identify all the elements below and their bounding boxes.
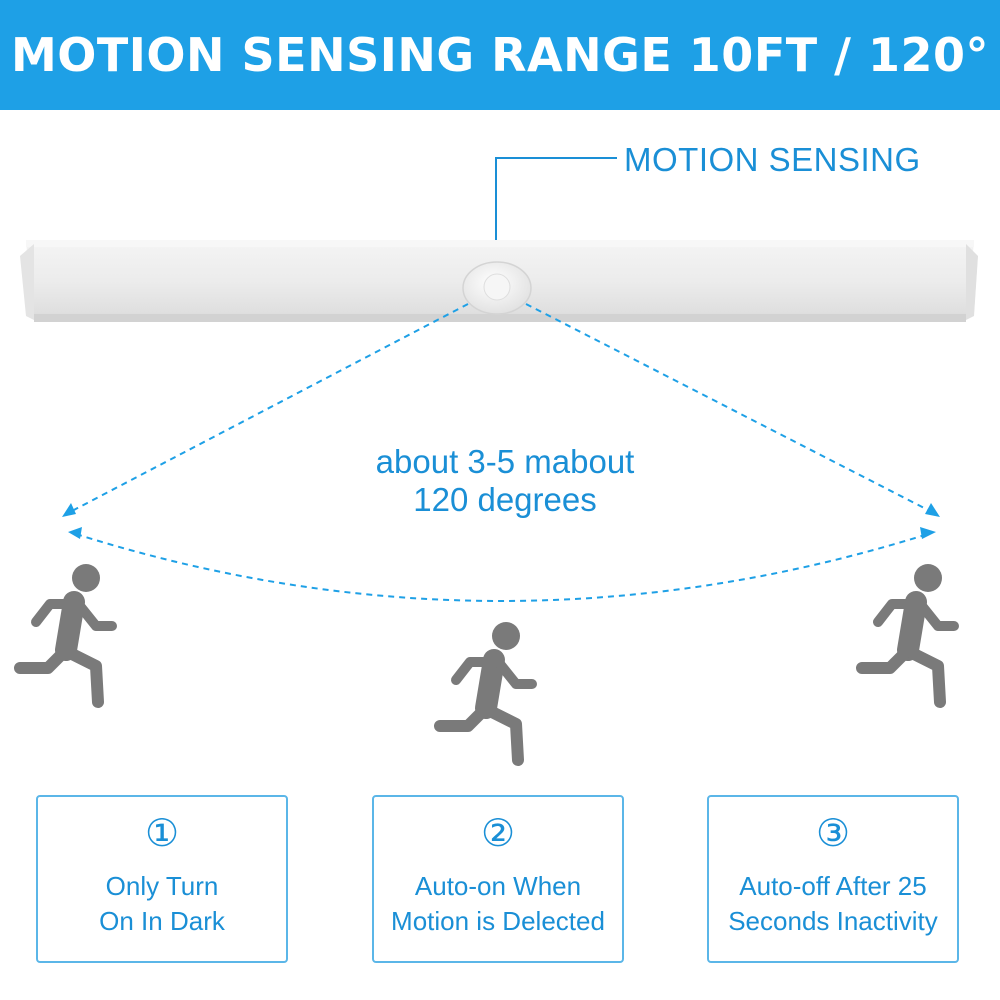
feature-text-line-1: Auto-off After 25 bbox=[739, 871, 927, 901]
feature-text-line-1: Auto-on When bbox=[414, 871, 582, 901]
feature-text-line-2: Motion is Delected bbox=[391, 906, 605, 936]
range-description: about 3-5 mabout 120 degrees bbox=[300, 443, 710, 519]
feature-number: ① bbox=[144, 811, 180, 855]
arrowhead-left-ray bbox=[62, 503, 76, 517]
arrowhead-right-ray bbox=[925, 503, 940, 517]
feature-number: ③ bbox=[815, 811, 851, 855]
page-title: MOTION SENSING RANGE 10FT / 120° bbox=[11, 28, 989, 82]
arrowhead-arc-right bbox=[920, 527, 936, 539]
detection-ray-left bbox=[69, 303, 469, 513]
feature-card-auto-on: ② Auto-on When Motion is Delected bbox=[372, 795, 624, 963]
feature-text-line-1: Only Turn bbox=[105, 871, 219, 901]
range-line-2: 120 degrees bbox=[413, 481, 597, 518]
arrowhead-arc-left bbox=[68, 527, 82, 539]
running-person-icon bbox=[14, 564, 117, 708]
feature-card-auto-off: ③ Auto-off After 25 Seconds Inactivity bbox=[707, 795, 959, 963]
range-line-1: about 3-5 mabout bbox=[375, 443, 635, 480]
detection-arc bbox=[75, 533, 929, 602]
running-person-icon bbox=[856, 564, 959, 708]
feature-text-line-2: On In Dark bbox=[99, 906, 225, 936]
feature-number: ② bbox=[480, 811, 516, 855]
feature-text-line-2: Seconds Inactivity bbox=[728, 906, 938, 936]
motion-sensing-label: MOTION SENSING bbox=[624, 141, 921, 178]
sensor-callout-line bbox=[495, 157, 617, 272]
header-banner: MOTION SENSING RANGE 10FT / 120° bbox=[0, 0, 1000, 110]
motion-sensor-icon bbox=[462, 261, 532, 315]
running-person-icon bbox=[434, 622, 537, 766]
feature-card-dark-only: ① Only Turn On In Dark bbox=[36, 795, 288, 963]
